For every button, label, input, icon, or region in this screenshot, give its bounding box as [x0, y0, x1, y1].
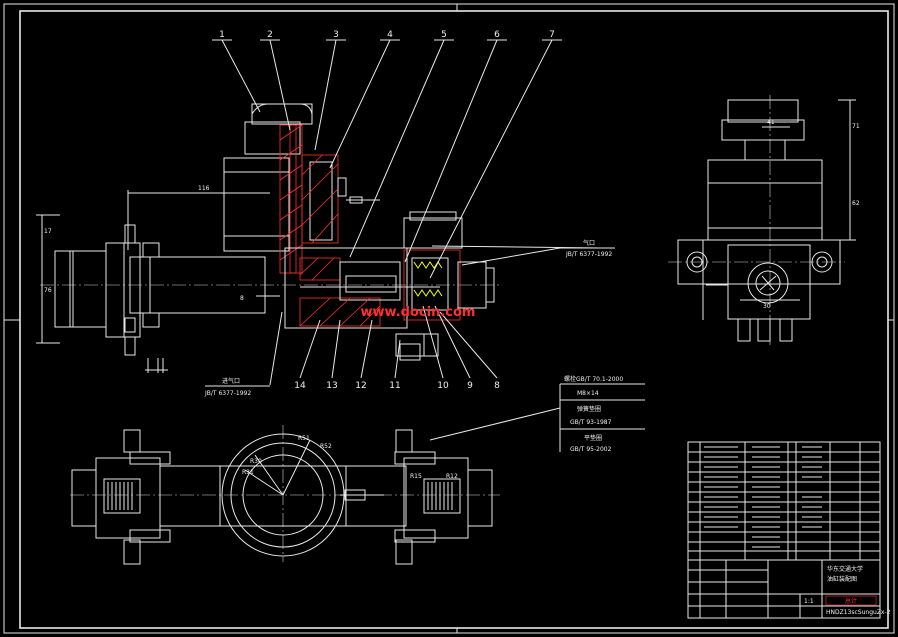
dim-r12: R12 [446, 473, 458, 480]
callout-14: 14 [294, 381, 306, 391]
dim-41: 41 [767, 119, 775, 126]
gas-outlet-label: 气口 [583, 239, 595, 247]
dim-r52: R52 [320, 443, 332, 450]
title-school: 华东交通大学 [827, 565, 863, 573]
title-code: HNDZ13scSunguZx-2 [826, 609, 891, 616]
callout-7: 7 [549, 30, 555, 40]
gas-inlet-std: JB/T 6377-1992 [204, 390, 251, 397]
dim-8: 8 [240, 295, 244, 302]
dim-r31: R31 [242, 469, 254, 476]
note-spring-washer-std: GB/T 93-1987 [570, 419, 612, 426]
dim-30: 30 [763, 303, 771, 310]
callout-12: 12 [355, 381, 366, 391]
callout-3: 3 [333, 30, 339, 40]
note-screw-size: M8×14 [577, 390, 599, 397]
callout-4: 4 [387, 30, 393, 40]
callout-10: 10 [437, 381, 449, 391]
callout-1: 1 [219, 30, 225, 40]
gas-outlet-std: JB/T 6377-1992 [565, 251, 612, 258]
dim-76: 76 [44, 287, 52, 294]
callout-11: 11 [389, 381, 400, 391]
note-flat-washer: 平垫圈 [584, 434, 602, 442]
gas-inlet-label: 进气口 [222, 377, 240, 385]
callout-8: 8 [494, 381, 500, 391]
dim-r15: R15 [410, 473, 422, 480]
dim-r51: R51 [298, 435, 310, 442]
note-flat-washer-std: GB/T 95-2002 [570, 446, 612, 453]
note-screw: 螺栓GB/T 70.1-2000 [564, 375, 623, 383]
dim-r30: R30 [250, 458, 262, 465]
watermark: www.docin.com [361, 305, 476, 320]
title-total: 总计 [845, 597, 857, 605]
front-section-view: 116 17 76 [36, 30, 615, 397]
note-spring-washer: 弹簧垫圈 [577, 405, 601, 413]
drawing-frame [3, 3, 895, 634]
dim-17: 17 [44, 228, 52, 235]
fastener-note: 螺栓GB/T 70.1-2000 M8×14 弹簧垫圈 GB/T 93-1987… [559, 375, 645, 453]
callout-2: 2 [267, 30, 273, 40]
dim-71: 71 [852, 123, 860, 130]
bill-of-materials [687, 441, 881, 561]
callout-9: 9 [467, 381, 473, 391]
title-drawing-name: 油缸装配图 [827, 575, 857, 583]
callout-5: 5 [441, 30, 447, 40]
callout-6: 6 [494, 30, 500, 40]
top-view: R51 R52 R30 R31 R15 R12 [70, 407, 561, 565]
dim-62: 62 [852, 200, 860, 207]
side-view: 71 62 41 30 [668, 95, 860, 345]
title-block: 华东交通大学 油缸装配图 总计 1:1 HNDZ13scSunguZx-2 [687, 559, 891, 619]
title-ratio: 1:1 [804, 598, 814, 605]
callout-13: 13 [326, 381, 337, 391]
dim-116: 116 [198, 185, 210, 192]
